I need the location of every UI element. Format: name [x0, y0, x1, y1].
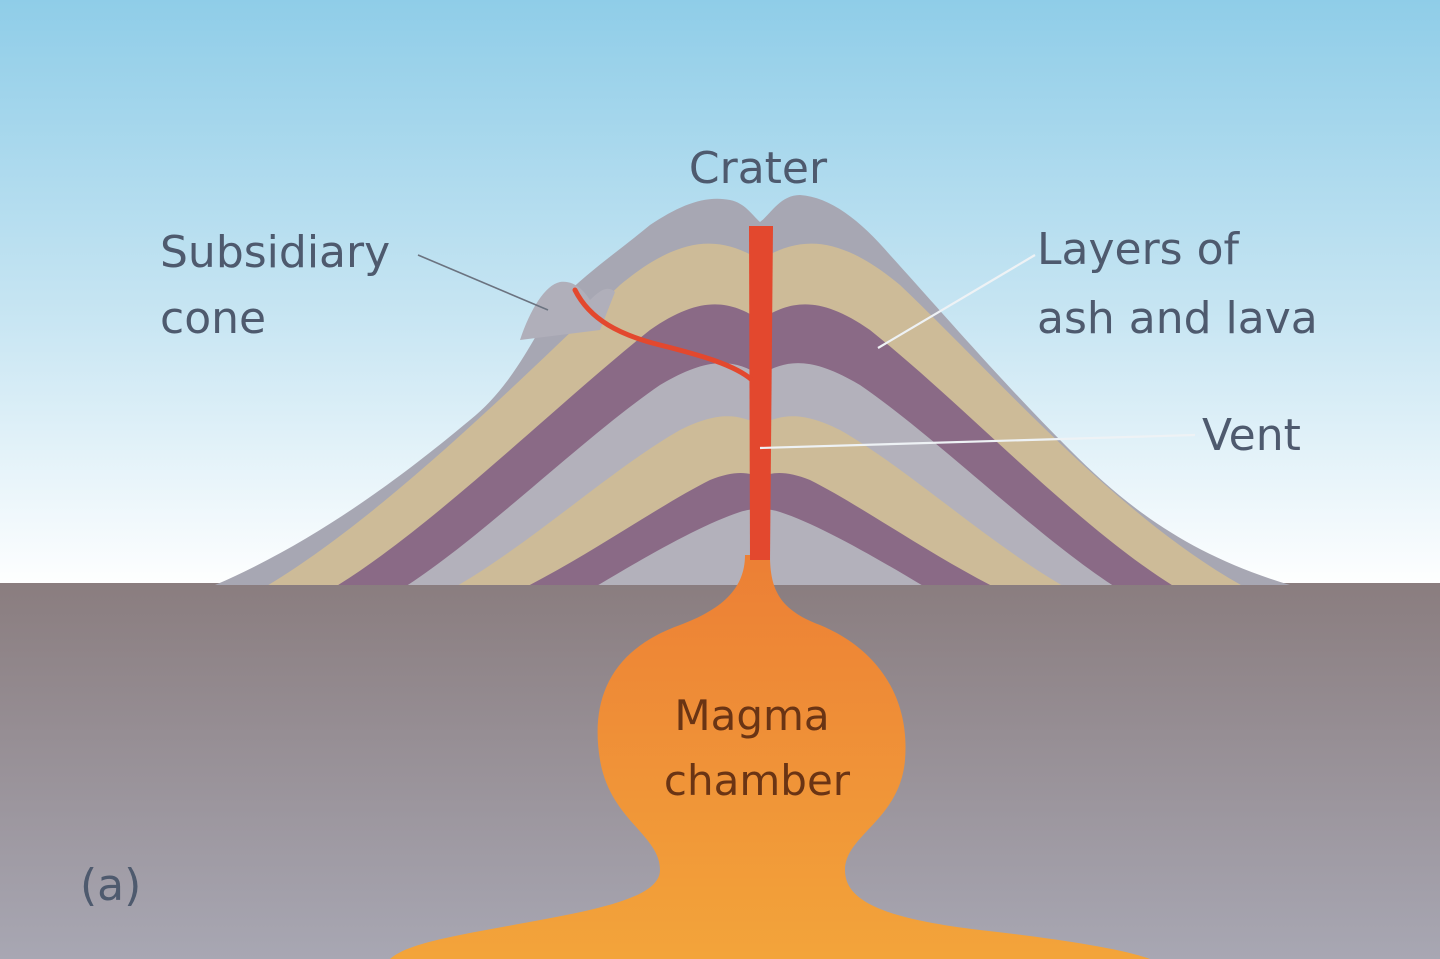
layers-label: Layers of [1037, 224, 1241, 275]
panel-label: (a) [80, 860, 141, 911]
magma-chamber [390, 555, 1150, 959]
subsidiary-cone-leader [417, 254, 549, 311]
layers-label-2: ash and lava [1037, 293, 1318, 344]
vent-label: Vent [1202, 410, 1301, 461]
magma-chamber-label: Magma [674, 691, 829, 740]
subsidiary-cone-label-2: cone [160, 293, 266, 344]
magma-chamber-label-2: chamber [664, 756, 851, 805]
main-vent [749, 226, 773, 560]
side-vent [572, 287, 755, 383]
crater-label: Crater [689, 143, 828, 194]
subsidiary-cone [520, 281, 615, 340]
layers-leader [877, 254, 1036, 349]
subsidiary-cone-label: Subsidiary [160, 227, 390, 278]
vent-leader [759, 433, 1196, 450]
